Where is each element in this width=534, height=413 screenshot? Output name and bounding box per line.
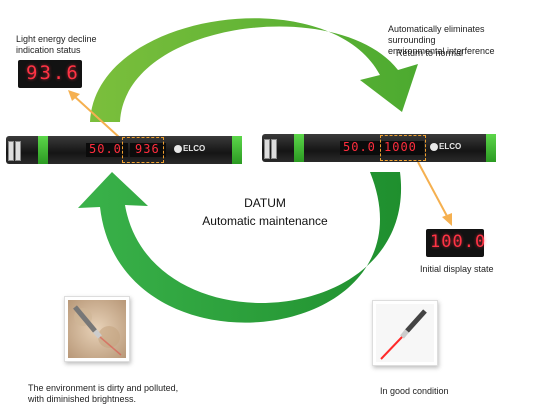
- initial-value: 100.0: [430, 232, 487, 252]
- threshold-display: 50.0: [86, 142, 128, 157]
- threshold-value: 50.0: [343, 140, 376, 154]
- auto-maintenance-label: Automatic maintenance: [202, 214, 328, 228]
- brand-name: ELCO: [439, 142, 462, 151]
- decline-value: 93.6: [26, 62, 80, 84]
- dirty-sensor-image: [68, 300, 126, 358]
- light-decline-line1: Light energy decline: [16, 34, 97, 44]
- bottom-arc-arrow: [78, 172, 402, 323]
- device-green-band: [232, 136, 242, 164]
- dirty-line1: The environment is dirty and polluted,: [28, 383, 179, 393]
- brand-name: ELCO: [183, 144, 206, 153]
- device-connector: [271, 139, 277, 159]
- initial-state-label: Initial display state: [420, 264, 494, 274]
- current-value: 936: [135, 142, 160, 156]
- initial-display: 100.0: [426, 229, 487, 257]
- light-decline-line2: indication status: [16, 45, 81, 55]
- return-normal-label: Return to normal: [396, 48, 464, 58]
- sensor-device-right: 50.0 1000 ELCO: [262, 134, 496, 162]
- decline-display: 93.6: [18, 60, 82, 88]
- device-connector: [15, 141, 21, 161]
- callout-arrowhead-right: [442, 213, 452, 226]
- auto-eliminate-label: Automatically eliminates surrounding env…: [388, 24, 534, 57]
- good-label: In good condition: [380, 386, 449, 396]
- callout-arrowhead-left: [68, 90, 80, 101]
- top-arc-arrow: [90, 18, 418, 122]
- callout-arrow-left: [73, 95, 121, 139]
- current-display: 1000: [382, 140, 424, 155]
- brand-logo: ELCO: [430, 142, 461, 151]
- highlight-box-left: [122, 137, 164, 163]
- device-green-band: [486, 134, 496, 162]
- device-green-band: [294, 134, 304, 162]
- datum-label: DATUM: [244, 196, 286, 210]
- device-connector: [264, 139, 270, 159]
- brand-logo-icon: [174, 144, 182, 153]
- clean-sensor-image: [376, 304, 434, 362]
- dirty-line2: with diminished brightness.: [28, 394, 137, 404]
- dirty-environment-photo: [64, 296, 130, 362]
- auto-eliminate-line2: environmental interference: [388, 46, 495, 56]
- current-display: 936: [130, 142, 166, 157]
- dirty-label: The environment is dirty and polluted, w…: [28, 383, 178, 405]
- brand-logo-icon: [430, 142, 438, 151]
- good-condition-photo: [372, 300, 438, 366]
- brand-logo: ELCO: [174, 144, 205, 153]
- callout-arrow-right: [417, 161, 449, 219]
- current-value: 1000: [384, 140, 417, 154]
- device-green-band: [38, 136, 48, 164]
- light-decline-label: Light energy decline indication status: [16, 34, 97, 56]
- sensor-device-left: 50.0 936 ELCO: [6, 136, 242, 164]
- threshold-display: 50.0: [340, 140, 382, 155]
- threshold-value: 50.0: [89, 142, 122, 156]
- highlight-box-right: [380, 135, 426, 161]
- device-connector: [8, 141, 14, 161]
- auto-eliminate-line1: Automatically eliminates surrounding: [388, 24, 485, 45]
